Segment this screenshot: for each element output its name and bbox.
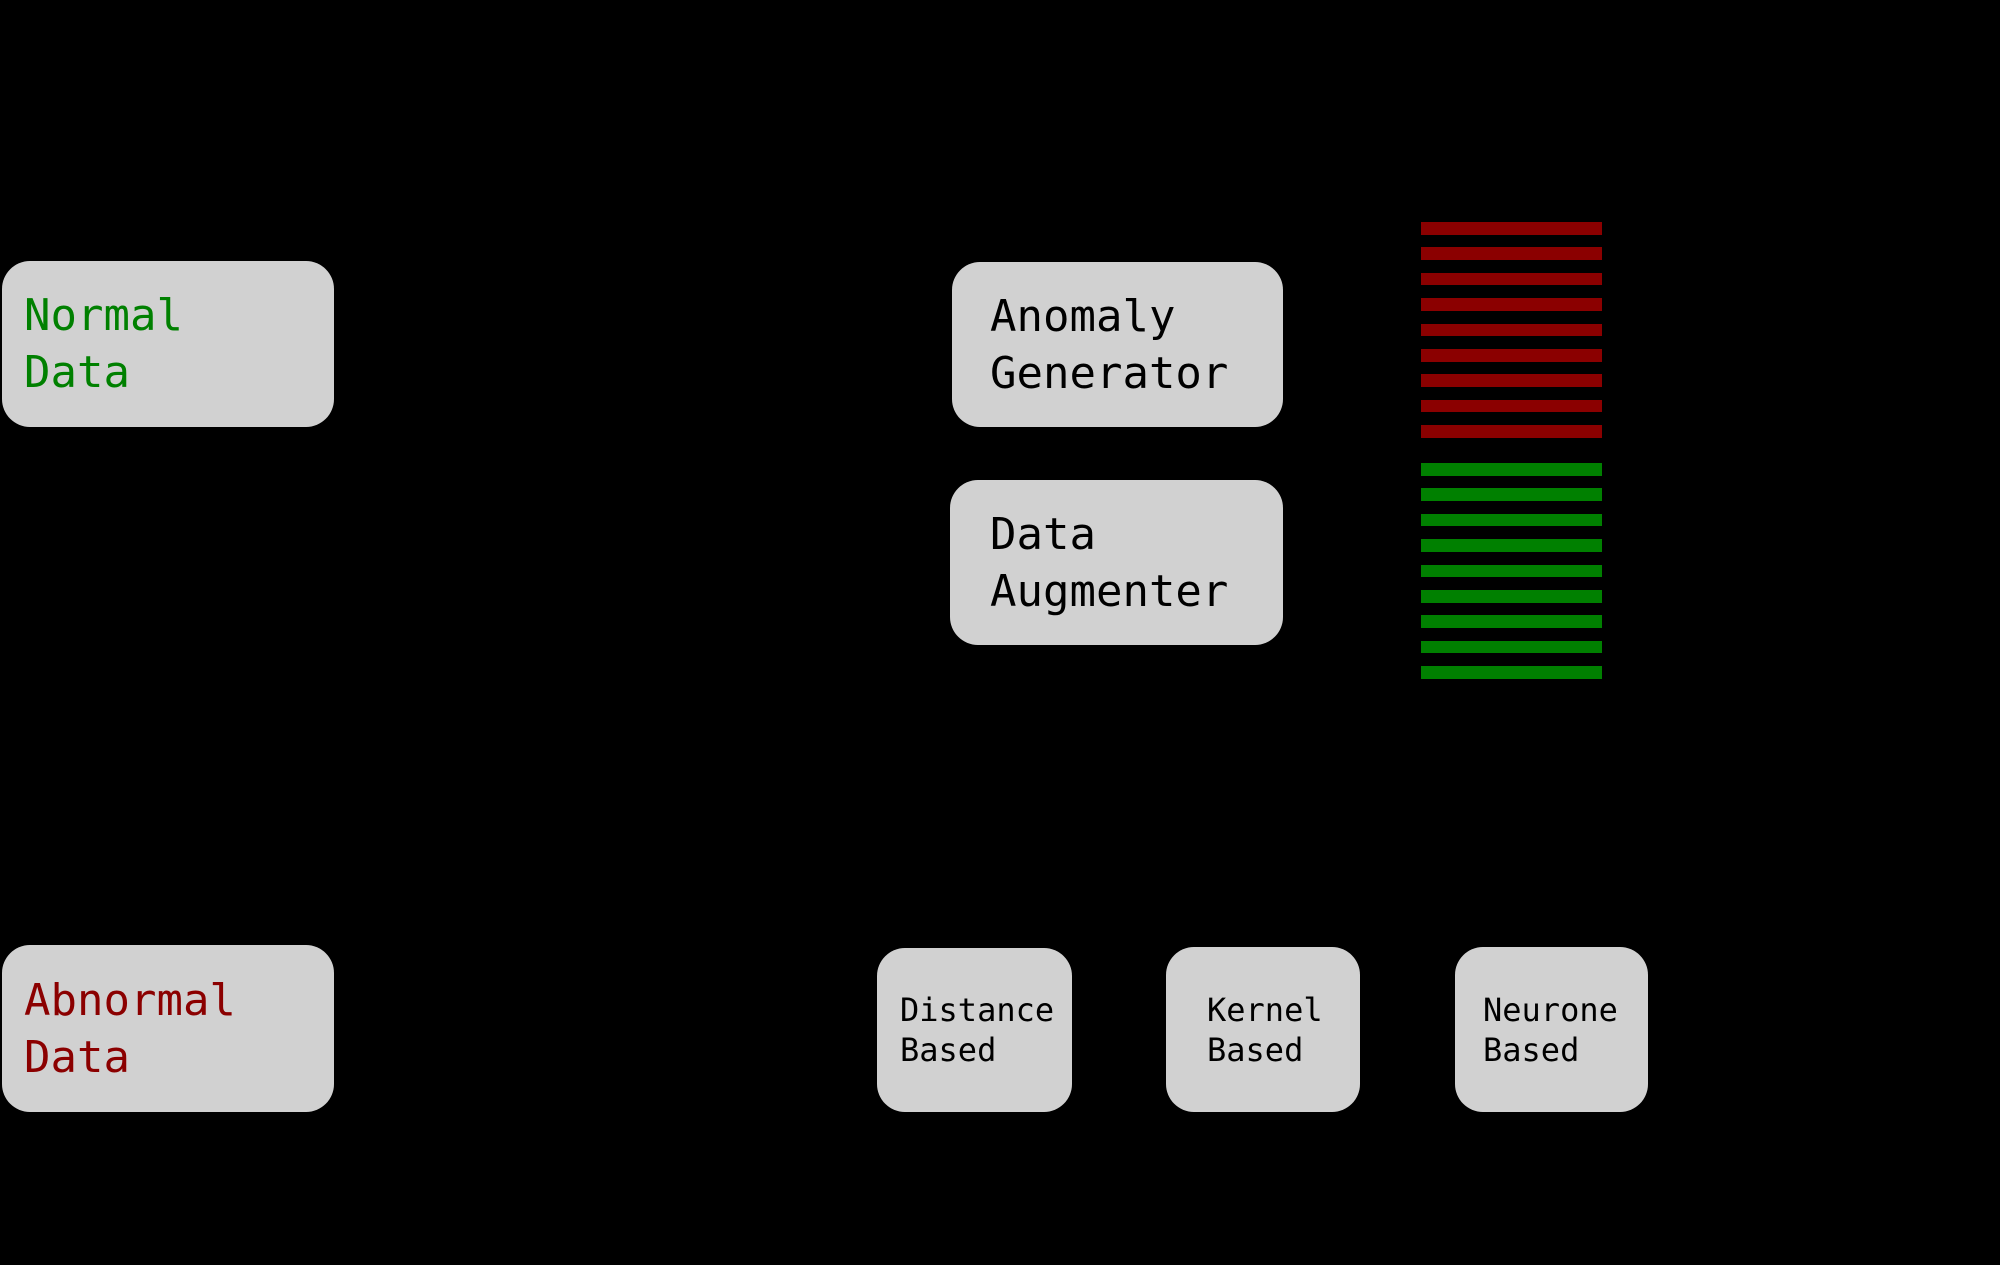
red-stripe xyxy=(1421,222,1602,235)
kernel-based-label-line2: Based xyxy=(1207,1030,1304,1069)
normal-data-label-line1: Normal xyxy=(24,290,183,341)
red-stripe xyxy=(1421,323,1602,337)
red-stripe xyxy=(1421,247,1602,261)
data-augmenter-box: Data Augmenter xyxy=(950,480,1283,645)
red-stripes-group xyxy=(1421,222,1602,438)
green-stripe xyxy=(1421,615,1602,628)
anomaly-generator-label-line2: Generator xyxy=(990,347,1229,399)
anomaly-generator-label-line1: Anomaly xyxy=(990,290,1176,342)
distance-based-label-line1: Distance xyxy=(900,991,1055,1029)
green-stripe xyxy=(1421,488,1602,502)
data-augmenter-label-line2: Augmenter xyxy=(990,565,1229,617)
distance-based-box: Distance Based xyxy=(877,948,1072,1112)
data-augmenter-label-line1: Data xyxy=(990,508,1096,560)
abnormal-data-label-line2: Data xyxy=(24,1031,130,1083)
green-stripe xyxy=(1421,666,1602,679)
green-stripe xyxy=(1421,589,1602,603)
red-stripe xyxy=(1421,272,1602,286)
red-stripe xyxy=(1421,348,1602,362)
kernel-based-label-line1: Kernel xyxy=(1207,990,1323,1029)
red-stripe xyxy=(1421,298,1602,311)
green-stripe xyxy=(1421,463,1602,476)
distance-based-label-line2: Based xyxy=(900,1031,997,1069)
abnormal-data-box: Abnormal Data xyxy=(2,945,334,1112)
neurone-based-label-line2: Based xyxy=(1483,1030,1580,1069)
green-stripe xyxy=(1421,640,1602,654)
red-stripe xyxy=(1421,399,1602,413)
neurone-based-label-line1: Neurone xyxy=(1483,990,1618,1029)
green-stripes-group xyxy=(1421,463,1602,679)
normal-data-box: Normal Data xyxy=(2,261,334,427)
kernel-based-box: Kernel Based xyxy=(1166,947,1360,1112)
anomaly-generator-box: Anomaly Generator xyxy=(952,262,1283,427)
neurone-based-box: Neurone Based xyxy=(1455,947,1648,1112)
green-stripe xyxy=(1421,513,1602,527)
green-stripe xyxy=(1421,539,1602,552)
abnormal-data-label-line1: Abnormal xyxy=(24,974,236,1026)
red-stripe xyxy=(1421,425,1602,438)
green-stripe xyxy=(1421,564,1602,578)
normal-data-label-line2: Data xyxy=(24,347,130,398)
red-stripe xyxy=(1421,374,1602,387)
